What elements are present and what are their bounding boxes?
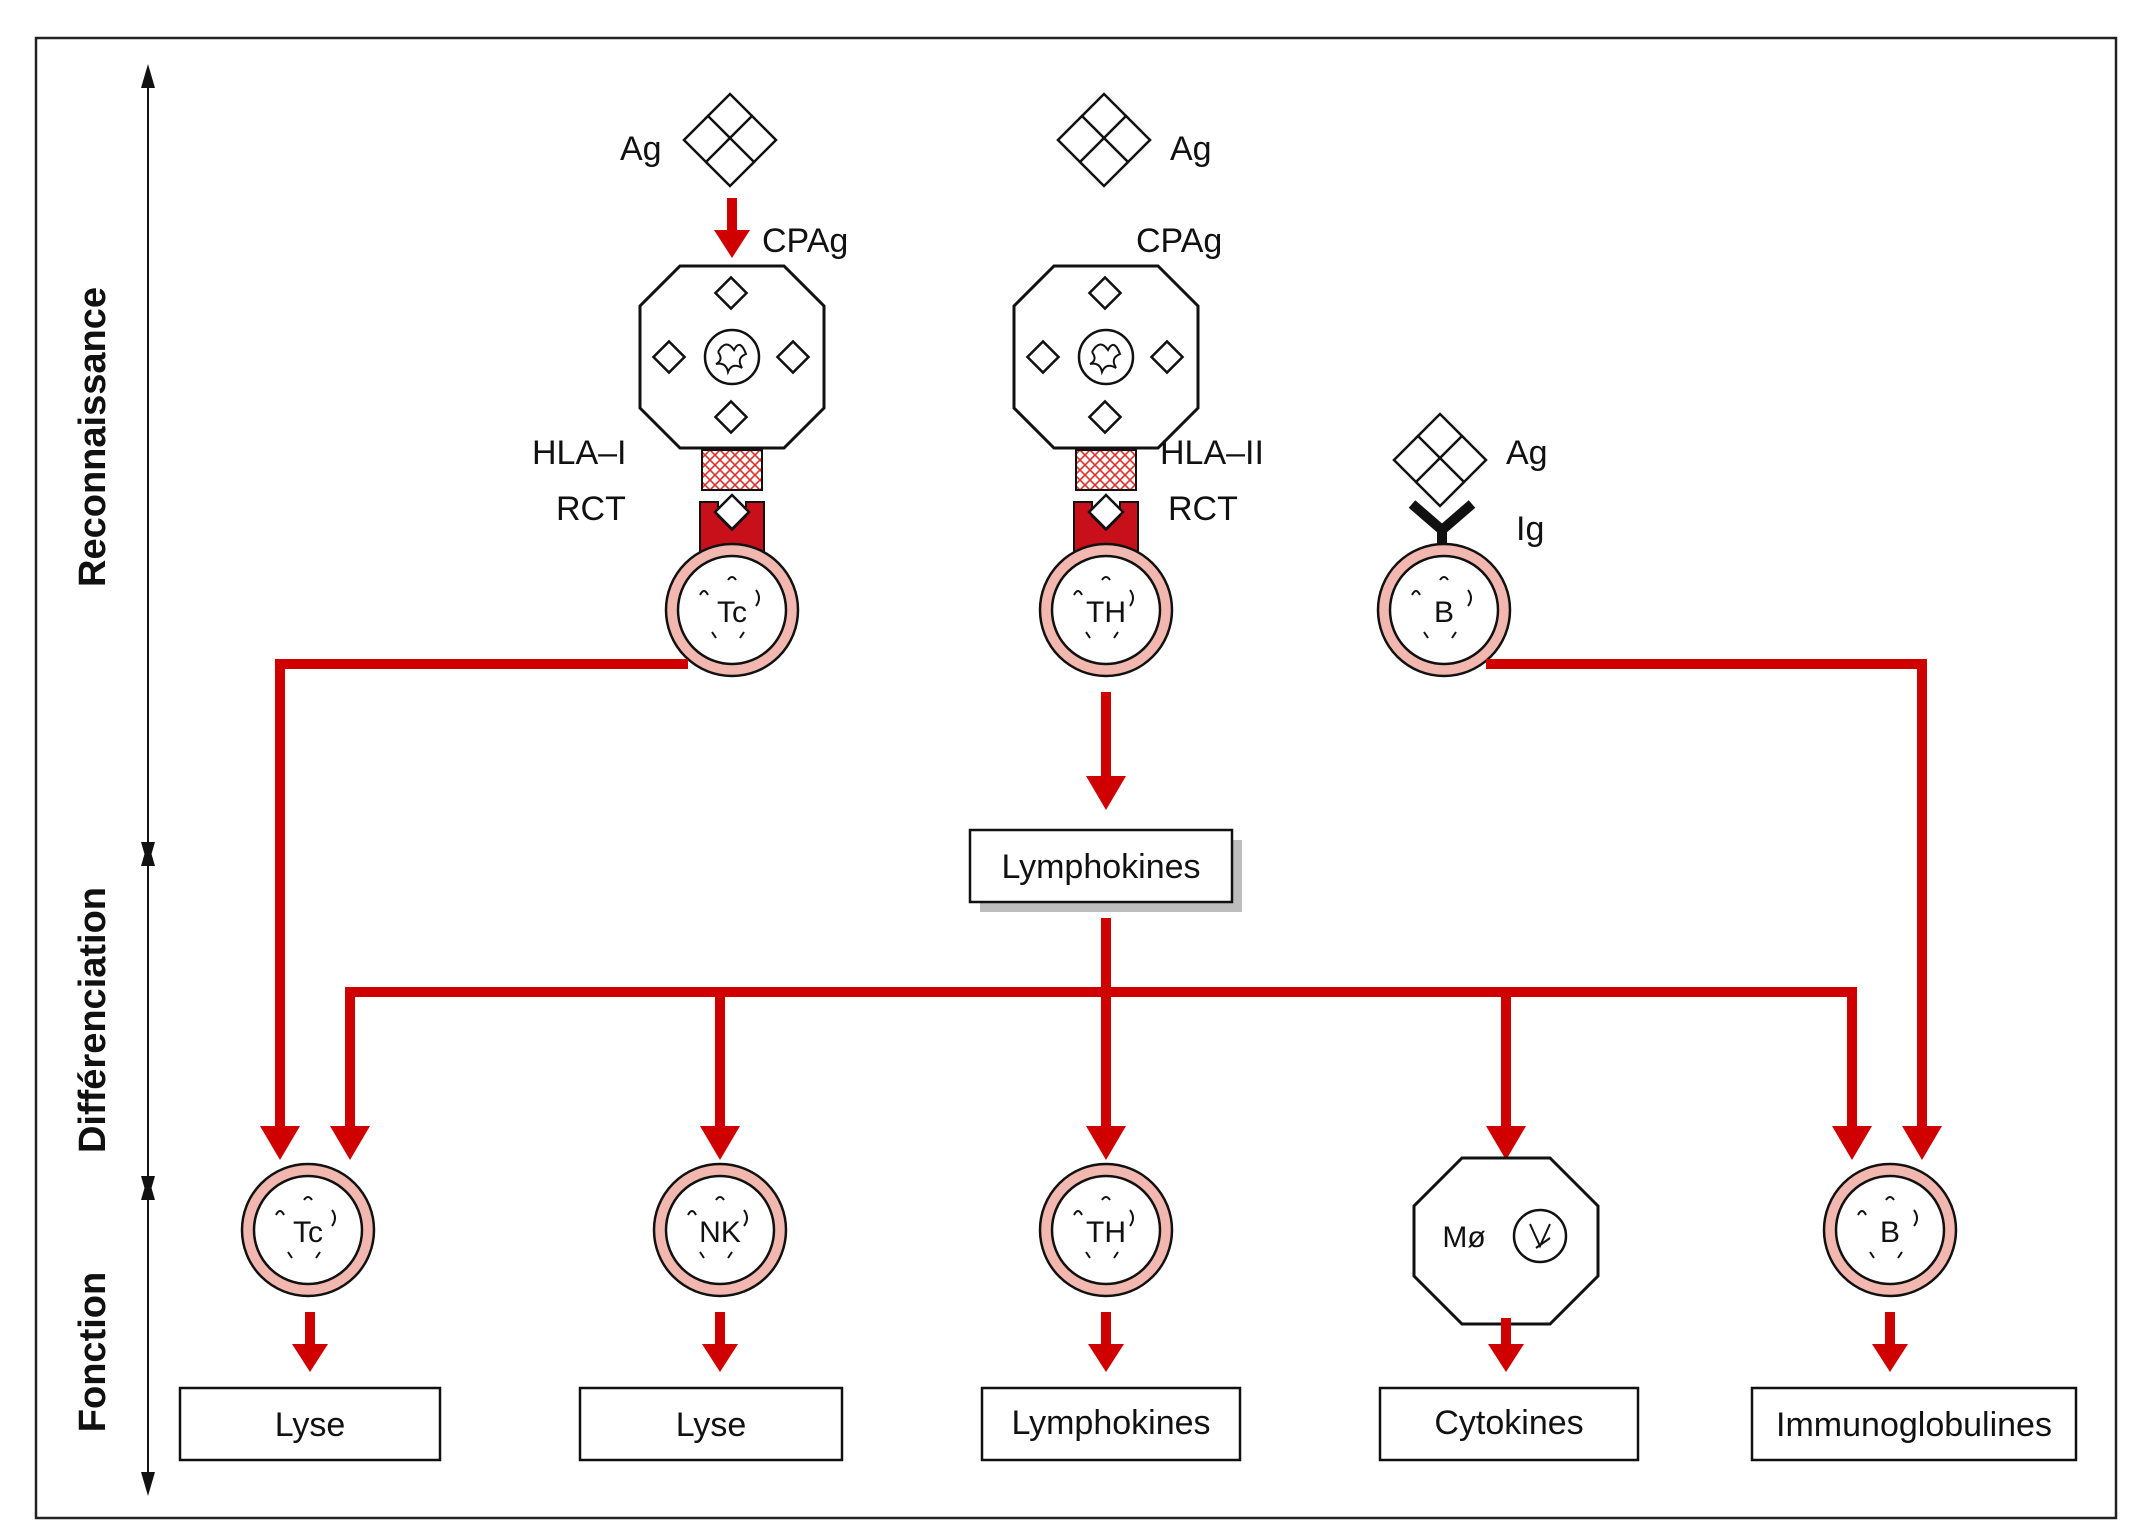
stage-axis: Reconnaissance Différenciation Fonction [72, 64, 155, 1496]
ag-label-right: Ag [1506, 434, 1548, 472]
th-cell-bottom: TH [1038, 1162, 1174, 1298]
recognition-tc-group: Ag CPAg HLA–I RCT [532, 92, 848, 678]
cpag-label-left: CPAg [762, 222, 848, 260]
nk-label: NK [699, 1216, 741, 1249]
b-bottom-label: B [1880, 1216, 1900, 1249]
antigen-cluster-right [1392, 412, 1488, 508]
hla-label-center: HLA–II [1160, 434, 1264, 472]
output-box-cytokines: Cytokines [1378, 1386, 1640, 1462]
arrow-ag-to-cpag-left [714, 198, 750, 258]
antigen-cluster-left [682, 92, 778, 188]
b-cell-bottom: B [1822, 1162, 1958, 1298]
axis-label-fonction: Fonction [72, 1272, 114, 1432]
nk-cell: NK [652, 1162, 788, 1298]
arrow-heads [260, 776, 1942, 1160]
immunoglobulin-receptor [1408, 500, 1476, 548]
tc-cell-bottom: Tc [240, 1162, 376, 1298]
rct-label-left: RCT [556, 490, 626, 528]
output-box-lyse-tc: Lyse [178, 1386, 442, 1462]
lymphokines-box-mid: Lymphokines [968, 828, 1242, 912]
antigen-cluster-center [1056, 92, 1152, 188]
recognition-th-group: Ag CPAg HLA–II RCT TH [1012, 92, 1264, 678]
rct-label-center: RCT [1168, 490, 1238, 528]
output-arrows [292, 1312, 1908, 1372]
tc-cell-top: Tc [664, 542, 800, 678]
hla-molecule-center [1075, 449, 1137, 491]
ag-label-left: Ag [620, 130, 662, 168]
output-cytokines-label: Cytokines [1434, 1404, 1583, 1442]
output-box-lymphokines: Lymphokines [980, 1386, 1242, 1462]
th-top-label: TH [1086, 596, 1126, 629]
outer-frame [34, 36, 2118, 1520]
axis-label-differenciation: Différenciation [72, 887, 114, 1153]
tc-top-label: Tc [717, 596, 747, 629]
output-box-immunoglobulines: Immunoglobulines [1750, 1386, 2078, 1462]
th-cell-top: TH [1038, 542, 1174, 678]
ig-label: Ig [1516, 510, 1544, 548]
output-lymphokines-label: Lymphokines [1011, 1404, 1210, 1442]
lymphokines-mid-label: Lymphokines [1001, 848, 1200, 886]
axis-label-reconnaissance: Reconnaissance [72, 287, 114, 587]
cpag-label-center: CPAg [1136, 222, 1222, 260]
recognition-b-group: Ag Ig B [1376, 412, 1548, 678]
hla-label-left: HLA–I [532, 434, 627, 472]
tc-bottom-label: Tc [293, 1216, 323, 1249]
antigen-presenting-cell-left [638, 264, 826, 450]
ag-label-center: Ag [1170, 130, 1212, 168]
macrophage-cell: Mø [1412, 1156, 1600, 1326]
t-cell-receptor-center [1073, 493, 1139, 557]
output-lyse-nk-label: Lyse [676, 1406, 747, 1444]
b-top-label: B [1434, 596, 1454, 629]
hla-molecule-left [701, 449, 763, 491]
macrophage-label: Mø [1442, 1221, 1485, 1254]
output-immunoglobulines-label: Immunoglobulines [1776, 1406, 2052, 1444]
b-cell-top: B [1376, 542, 1512, 678]
differentiation-arrows [275, 659, 1927, 1128]
th-bottom-label: TH [1086, 1216, 1126, 1249]
output-box-lyse-nk: Lyse [578, 1386, 844, 1462]
antigen-presenting-cell-center [1012, 264, 1200, 450]
output-lyse-tc-label: Lyse [275, 1406, 346, 1444]
